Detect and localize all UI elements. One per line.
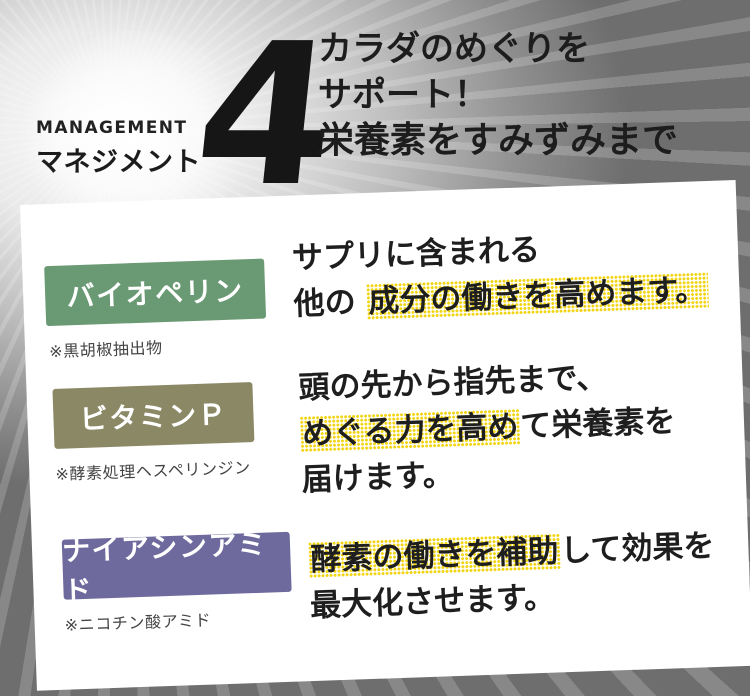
ingredients-card: バイオペリン ※黒胡椒抽出物 サプリに含まれる 他の 成分の働きを高めます。 ビ…: [20, 180, 750, 691]
ingredient-desc-niacinamide: 酵素の働きを補助して効果を 最大化させます。: [307, 523, 717, 629]
desc-highlight: 酵素の働きを補助: [307, 533, 562, 579]
ingredient-tag-niacinamide: ナイアシンアミド: [62, 528, 292, 608]
management-label-en: MANAGEMENT: [36, 118, 188, 138]
ingredient-desc-bioperine: サプリに含まれる 他の 成分の働きを高めます。: [291, 221, 709, 327]
desc-highlight: めぐる力を高め: [299, 408, 522, 453]
ingredient-note-vitamin-p: ※酵素処理ヘスペリンジン: [55, 458, 252, 484]
headline-line-3: 栄養素をすみずみまで: [318, 120, 679, 161]
ingredient-note-niacinamide: ※ニコチン酸アミド: [64, 610, 212, 635]
ingredient-tag-bioperine: バイオペリン: [44, 258, 267, 327]
desc-highlight: 成分の働きを高めます。: [365, 272, 709, 320]
ingredient-note-bioperine: ※黒胡椒抽出物: [48, 338, 164, 362]
management-label: MANAGEMENT マネジメント: [36, 118, 201, 179]
headline: カラダのめぐりを サポート！ 栄養素をすみずみまで: [318, 26, 678, 164]
management-label-ja: マネジメント: [36, 147, 201, 178]
ingredient-desc-vitamin-p: 頭の先から指先まで、 めぐる力を高めて栄養素を 届けます。: [298, 352, 678, 503]
ingredient-tag-vitamin-p: ビタミンＰ: [52, 382, 255, 449]
headline-line-2: サポート！: [318, 75, 488, 115]
headline-line-1: カラダのめぐりを: [318, 29, 590, 69]
